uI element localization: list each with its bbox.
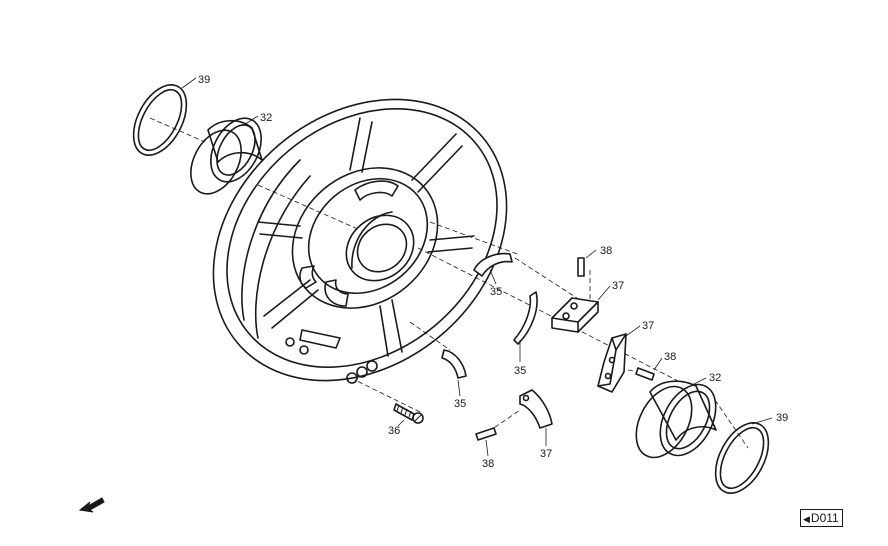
right-retaining-ring-39 <box>714 422 770 494</box>
callout-36: 36 <box>388 425 400 437</box>
left-retaining-ring-39 <box>132 84 188 156</box>
pin-38-upper <box>577 257 585 277</box>
segment-35-upper <box>473 252 513 277</box>
segment-35-middle <box>513 291 538 345</box>
block-37-lower <box>519 389 553 429</box>
callout-38-upper: 38 <box>600 245 612 257</box>
callout-39-right: 39 <box>776 412 788 424</box>
callout-39-left: 39 <box>198 74 210 86</box>
reference-code-box: ◀D011 <box>800 509 843 527</box>
right-bearing-32 <box>635 380 717 459</box>
callout-37-middle: 37 <box>642 320 654 332</box>
callout-38-middle: 38 <box>664 351 676 363</box>
callout-32-left: 32 <box>260 112 272 124</box>
arrow-down-left-icon <box>78 497 105 513</box>
callout-35-upper: 35 <box>490 286 502 298</box>
callout-32-right: 32 <box>709 372 721 384</box>
main-wheel <box>212 98 508 384</box>
callout-35-middle: 35 <box>514 365 526 377</box>
leader-lines <box>181 77 773 457</box>
reference-code: D011 <box>810 511 839 525</box>
triangle-left-icon: ◀ <box>803 514 810 524</box>
block-37-upper <box>551 297 599 333</box>
left-bearing-32 <box>190 117 263 195</box>
callout-38-lower: 38 <box>482 458 494 470</box>
pin-38-middle <box>635 367 655 381</box>
block-37-middle <box>597 333 627 393</box>
pin-38-lower <box>475 427 497 441</box>
callout-37-upper: 37 <box>612 280 624 292</box>
assembly-axis-lines <box>149 117 749 449</box>
segment-35-lower <box>441 349 467 379</box>
callout-35-lower: 35 <box>454 398 466 410</box>
screw-36 <box>393 403 424 424</box>
callout-labels: 39 32 35 35 35 38 37 37 38 32 39 36 38 3… <box>198 74 788 470</box>
callout-37-lower: 37 <box>540 448 552 460</box>
